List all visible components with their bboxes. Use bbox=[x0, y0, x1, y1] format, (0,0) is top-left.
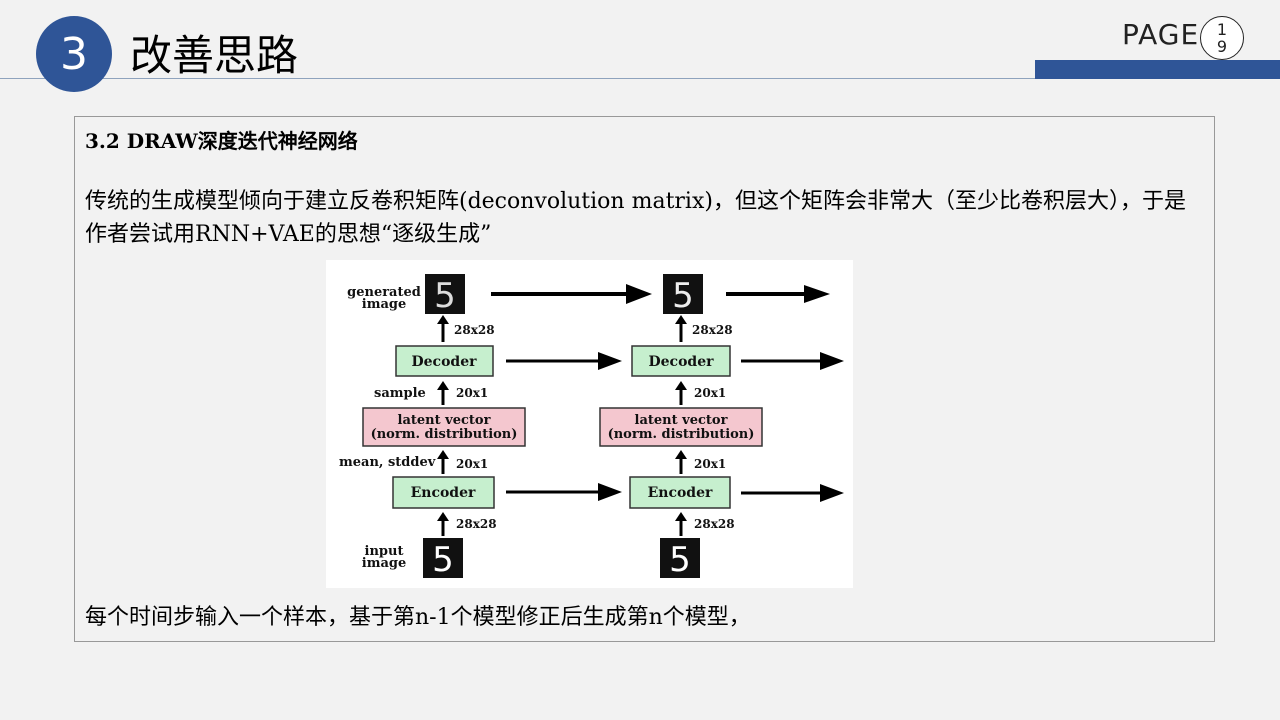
mean-label-1: mean, stddev bbox=[339, 455, 436, 470]
dim-latent-out-1: 20x1 bbox=[456, 386, 488, 400]
latent-label-1a: latent vector bbox=[398, 413, 491, 428]
dim-input-1: 28x28 bbox=[456, 517, 497, 531]
arrowhead-dec-gen-2 bbox=[675, 315, 687, 324]
sample-label-1: sample bbox=[374, 386, 426, 401]
paragraph-timestep: 每个时间步输入一个样本，基于第n-1个模型修正后生成第n个模型， bbox=[85, 605, 751, 630]
dim-encoder-out-1: 20x1 bbox=[456, 457, 488, 471]
page-number-badge: 1 9 bbox=[1200, 16, 1244, 60]
arrowhead-in-enc-2 bbox=[675, 512, 687, 521]
diagram-svg: generated image 5 28x28 Decoder sample 2… bbox=[339, 274, 844, 580]
header-accent-bar bbox=[1035, 60, 1280, 79]
arrowhead-dec-gen-1 bbox=[437, 315, 449, 324]
dim-decoder-out-2: 28x28 bbox=[692, 323, 733, 337]
arrowhead-lat-dec-2 bbox=[675, 381, 687, 390]
section-number-badge: 3 bbox=[36, 16, 112, 92]
arrowhead-in-enc-1 bbox=[437, 512, 449, 521]
page-title: 改善思路 bbox=[130, 31, 299, 80]
decoder-box-2 bbox=[631, 345, 731, 377]
dim-encoder-out-2: 20x1 bbox=[694, 457, 726, 471]
latent-label-1b: (norm. distribution) bbox=[371, 427, 518, 442]
arrowhead-gen-1 bbox=[626, 284, 652, 304]
draw-architecture-diagram: generated image 5 28x28 Decoder sample 2… bbox=[326, 260, 853, 588]
generated-image-label-1: generated bbox=[347, 285, 421, 300]
header-divider bbox=[0, 78, 1280, 79]
generated-image-label-2: image bbox=[362, 297, 406, 312]
dim-decoder-out-1: 28x28 bbox=[454, 323, 495, 337]
generated-image-1 bbox=[425, 274, 465, 314]
arrowhead-lat-dec-1 bbox=[437, 381, 449, 390]
decoder-box-1 bbox=[395, 345, 494, 377]
arrowhead-enc-1 bbox=[598, 483, 622, 501]
page-digit-1: 1 bbox=[1216, 20, 1228, 39]
encoder-label-1: Encoder bbox=[411, 485, 476, 501]
dim-input-2: 28x28 bbox=[694, 517, 735, 531]
arrowhead-enc-2 bbox=[820, 484, 844, 502]
dim-latent-out-2: 20x1 bbox=[694, 386, 726, 400]
generated-digit-1: 5 bbox=[434, 276, 456, 316]
latent-label-2a: latent vector bbox=[635, 413, 728, 428]
section-number: 3 bbox=[60, 28, 88, 80]
latent-label-2b: (norm. distribution) bbox=[608, 427, 755, 442]
input-image-label-2: image bbox=[362, 556, 406, 571]
paragraph-intro: 传统的生成模型倾向于建立反卷积矩阵(deconvolution matrix)，… bbox=[85, 189, 1186, 247]
input-image-1 bbox=[423, 538, 463, 578]
generated-image-2 bbox=[663, 274, 703, 314]
encoder-label-2: Encoder bbox=[648, 485, 713, 501]
page-label: PAGE bbox=[1122, 18, 1200, 51]
encoder-box-2 bbox=[629, 476, 731, 509]
generated-digit-2: 5 bbox=[672, 276, 694, 316]
decoder-label-1: Decoder bbox=[412, 354, 478, 370]
input-image-2 bbox=[660, 538, 700, 578]
arrowhead-enc-lat-2 bbox=[675, 450, 687, 459]
arrowhead-dec-1 bbox=[598, 352, 622, 370]
input-digit-2: 5 bbox=[669, 540, 691, 580]
page-digit-2: 9 bbox=[1216, 37, 1228, 56]
subheading: 3.2 DRAW深度迭代神经网络 bbox=[85, 129, 358, 153]
latent-box-1 bbox=[362, 407, 526, 447]
input-digit-1: 5 bbox=[432, 540, 454, 580]
latent-box-2 bbox=[599, 407, 763, 447]
arrowhead-dec-2 bbox=[820, 352, 844, 370]
input-image-label-1: input bbox=[365, 544, 404, 559]
encoder-box-1 bbox=[392, 476, 495, 509]
arrowhead-enc-lat-1 bbox=[437, 450, 449, 459]
decoder-label-2: Decoder bbox=[649, 354, 715, 370]
arrowhead-gen-2 bbox=[804, 285, 830, 303]
